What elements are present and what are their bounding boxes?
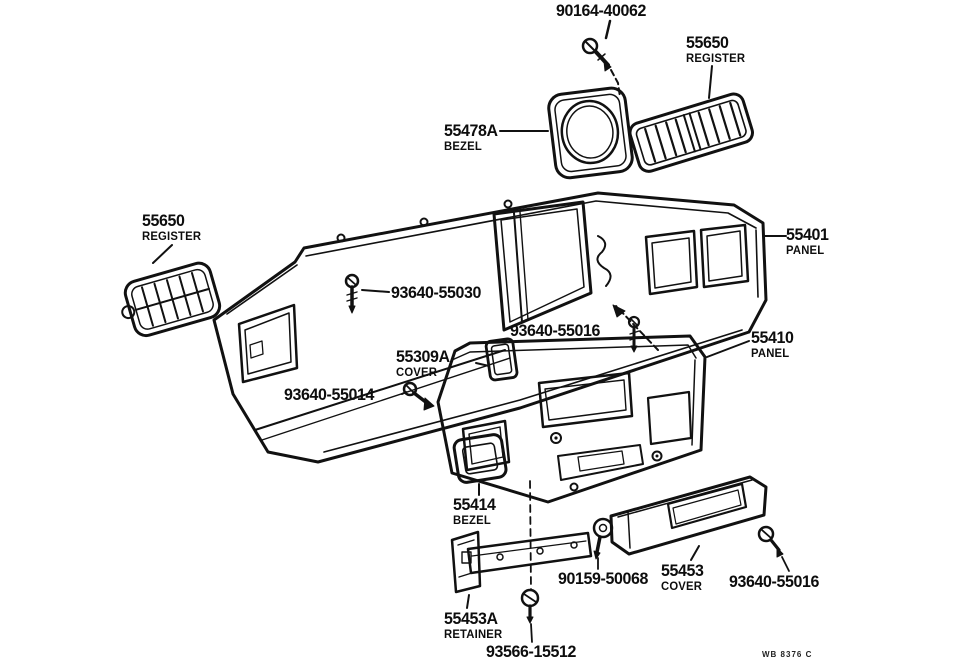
part-label-90159-50068: 90159-50068	[558, 570, 654, 587]
part-number: 55410	[751, 328, 794, 347]
part-label-93640-55030: 93640-55030	[391, 284, 487, 301]
part-label-55650-left: 55650 REGISTER	[142, 212, 205, 242]
retainer-55453a-drawing	[450, 530, 593, 594]
register-left-drawing	[121, 261, 222, 338]
part-name: COVER	[661, 579, 703, 593]
leader-line-55650-top	[708, 65, 713, 99]
part-number: 93640-55016	[510, 321, 601, 340]
part-label-55453: 55453 COVER	[661, 562, 706, 592]
part-number: 55650	[142, 211, 185, 230]
part-number: 55478A	[444, 121, 498, 140]
part-number: 55401	[786, 225, 829, 244]
part-number: 93640-55030	[391, 283, 482, 302]
part-name: RETAINER	[444, 627, 503, 641]
part-label-55414: 55414 BEZEL	[453, 496, 498, 526]
part-name: BEZEL	[444, 139, 482, 153]
part-number: 55453	[661, 561, 704, 580]
screw-icon-90159	[592, 517, 614, 570]
screw-icon-55014	[401, 381, 435, 411]
part-label-55410: 55410 PANEL	[751, 329, 796, 359]
part-label-55650-top: 55650 REGISTER	[686, 34, 749, 64]
part-number: 93566-15512	[486, 642, 577, 661]
part-name: PANEL	[751, 346, 790, 360]
part-name: COVER	[396, 365, 438, 379]
screw-icon-55016-upper	[612, 304, 659, 353]
screw-icon-93566	[520, 588, 540, 643]
part-label-93640-55016-upper: 93640-55016	[510, 322, 606, 339]
figure-code: WB 8376 C	[762, 650, 813, 659]
part-label-93640-55014: 93640-55014	[284, 386, 380, 403]
part-label-55309A: 55309A COVER	[396, 348, 453, 378]
bezel-55478-drawing	[547, 86, 634, 180]
screw-icon-55030	[344, 273, 390, 314]
panel-55401-drawing	[212, 191, 768, 464]
cover-55309-drawing	[484, 337, 519, 382]
leader-line-55650-left	[152, 244, 173, 264]
leader-line-55453	[690, 545, 700, 561]
part-name: REGISTER	[142, 229, 202, 243]
part-number: 55453A	[444, 609, 498, 628]
part-label-55401: 55401 PANEL	[786, 226, 831, 256]
part-number: 90159-50068	[558, 569, 649, 588]
part-number: 90164-40062	[556, 1, 647, 20]
register-top-drawing	[628, 92, 754, 173]
part-name: REGISTER	[686, 51, 746, 65]
part-label-93640-55016-lower: 93640-55016	[729, 573, 825, 590]
cover-55453-drawing	[609, 475, 768, 556]
part-number: 55650	[686, 33, 729, 52]
part-number: 55414	[453, 495, 496, 514]
part-number: 93640-55016	[729, 572, 820, 591]
part-name: BEZEL	[453, 513, 491, 527]
bezel-55414-drawing	[452, 433, 508, 484]
screw-icon-55016-lower	[757, 525, 790, 572]
part-label-93566-15512: 93566-15512	[486, 643, 582, 660]
leader-line-55309	[475, 362, 490, 367]
part-label-55478A: 55478A BEZEL	[444, 122, 501, 152]
leader-line-55453a	[466, 594, 470, 609]
part-number: 55309A	[396, 347, 450, 366]
part-name: PANEL	[786, 243, 825, 257]
leader-line-55410	[706, 340, 750, 358]
panel-55410-drawing	[436, 334, 707, 504]
part-label-55453A: 55453A RETAINER	[444, 610, 506, 640]
part-label-90164-40062: 90164-40062	[556, 2, 652, 19]
screw-icon-90164	[581, 19, 621, 98]
part-number: 93640-55014	[284, 385, 375, 404]
dashed-assembly-line	[529, 480, 532, 591]
